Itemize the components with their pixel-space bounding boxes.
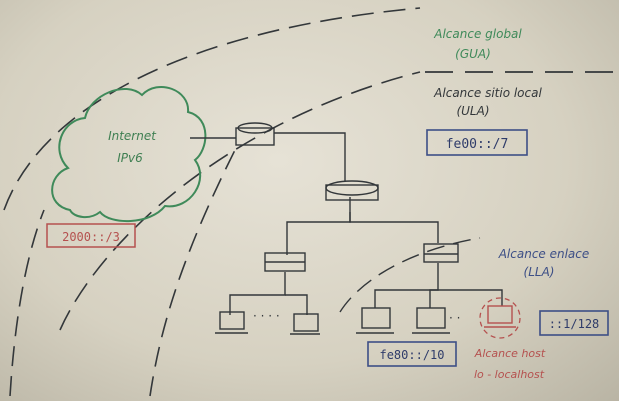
host-scope-line1: Alcance host (474, 347, 546, 360)
site-scope-line1: Alcance sitio local (433, 86, 542, 100)
switch-icon (423, 243, 459, 263)
site-prefix-box (426, 129, 528, 156)
link-scope-arc (339, 237, 481, 313)
router-icon (235, 122, 275, 146)
network-links (190, 132, 503, 315)
computer-icon (412, 307, 450, 334)
cloud-icon (51, 85, 207, 223)
site-scope-arc-left (9, 209, 45, 397)
ellipsis-right: · · (449, 311, 460, 325)
global-prefix-text: 2000::/3 (62, 230, 120, 244)
global-scope-arc (3, 7, 421, 211)
link-prefix-box (367, 341, 457, 367)
computer-icon (484, 305, 516, 328)
cloud-label-line1: Internet (108, 129, 157, 143)
host-scope-circle (479, 297, 521, 339)
computer-icon (356, 307, 394, 334)
link-scope-line2: (LLA) (524, 265, 555, 279)
link-prefix-text: fe80::/10 (379, 348, 444, 362)
computer-icon (290, 313, 320, 335)
global-scope-line1: Alcance global (433, 27, 522, 41)
site-prefix-text: fe00::/7 (446, 137, 509, 152)
site-scope-line2: (ULA) (456, 104, 489, 118)
switch-icon (264, 252, 306, 272)
global-scope-line2: (GUA) (455, 47, 491, 61)
ellipsis-left: · · · · (253, 309, 280, 323)
site-scope-arc-lower (149, 149, 236, 397)
host-prefix-text: ::1/128 (549, 317, 600, 331)
cloud-label-line2: IPv6 (117, 151, 143, 165)
computer-icon (215, 311, 248, 334)
host-prefix-box (539, 310, 609, 336)
host-scope-line2: lo - localhost (474, 368, 545, 381)
global-prefix-box (46, 223, 136, 248)
router-icon (325, 180, 379, 201)
link-scope-line1: Alcance enlace (498, 247, 590, 261)
site-scope-arc (59, 71, 421, 331)
